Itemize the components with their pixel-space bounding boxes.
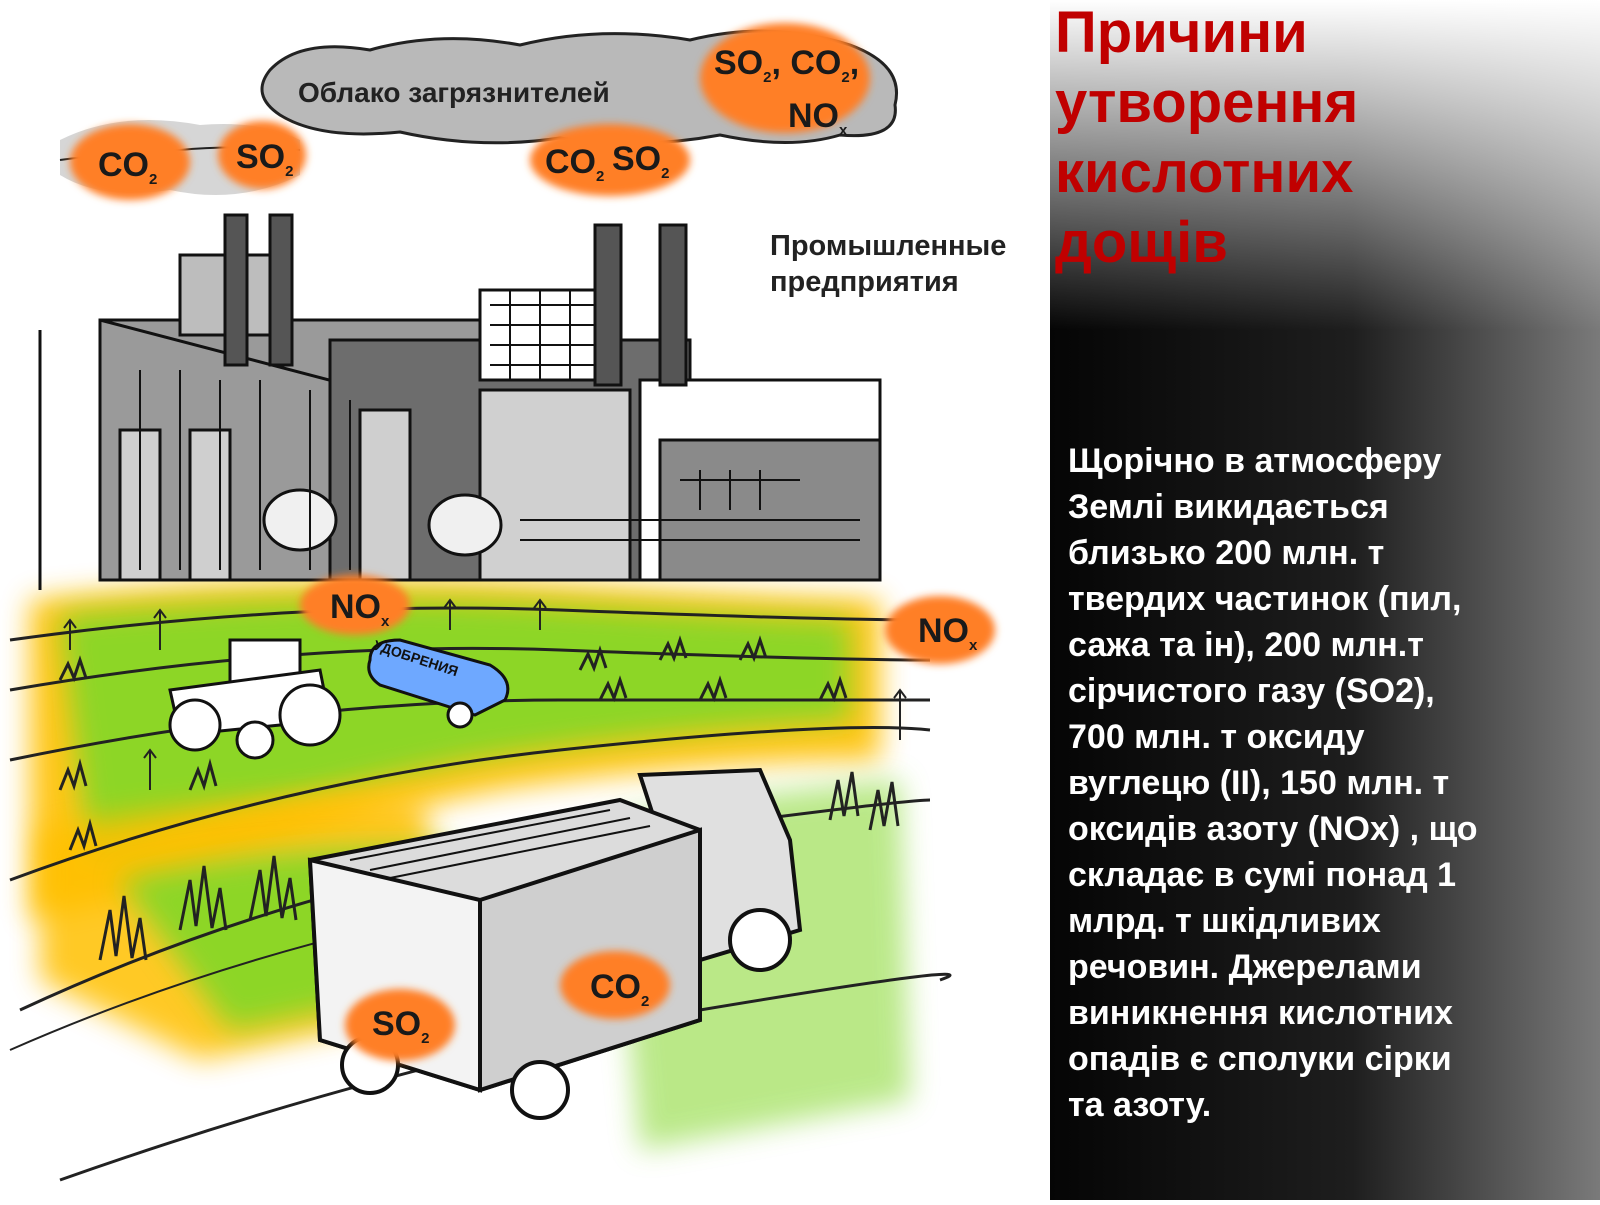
co2-badge-left: CO2 <box>98 146 158 188</box>
industry-label: Промышленные предприятия <box>770 230 1007 298</box>
title-line: кислотних <box>1055 140 1354 205</box>
nox-badge-right: NOx <box>918 612 978 654</box>
fertilizer-tanker <box>367 638 510 729</box>
panel-highlight <box>1050 0 1600 330</box>
pollution-illustration: Облако загрязнителей Промышленные предпр… <box>9 23 1007 1182</box>
slide-title: Причини утворення кислотних дощів <box>1055 0 1595 278</box>
title-line: Причини <box>1055 0 1308 65</box>
slide-body-text: Щорічно в атмосферу Землі викидається бл… <box>1068 442 1478 1124</box>
illustration-drawing <box>9 23 995 1182</box>
so2-badge-left: SO2 <box>236 138 294 180</box>
title-line: утворення <box>1055 70 1359 135</box>
nox-badge-field: NOx <box>330 588 390 630</box>
pollutant-puffs <box>70 23 995 1061</box>
cloud-mix-badge: SO2, CO2, NOx <box>714 44 860 139</box>
co2-badge-truck: CO2 <box>590 968 650 1010</box>
industrial-plant <box>38 213 882 590</box>
title-line: дощів <box>1055 210 1228 275</box>
so2-badge-truck: SO2 <box>372 1005 430 1047</box>
so2-badge-middle: SO2 <box>612 140 670 182</box>
cloud-label: Облако загрязнителей <box>298 77 610 108</box>
co2-badge-middle: CO2 <box>545 143 605 185</box>
tractor <box>168 638 342 760</box>
